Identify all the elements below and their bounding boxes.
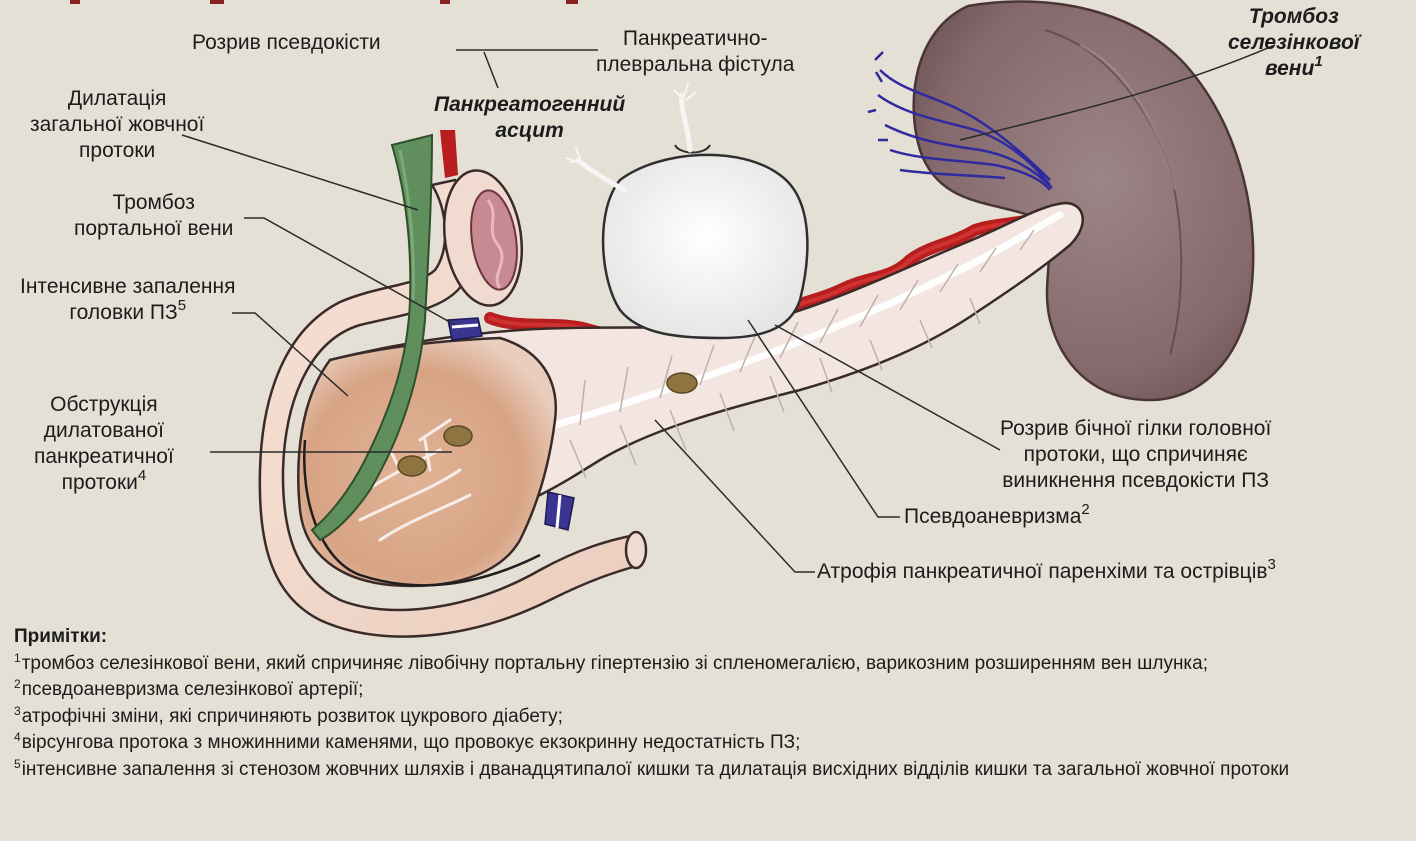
pseudocyst (603, 145, 807, 338)
note-item-5: 5інтенсивне запалення зі стенозом жовчни… (14, 757, 1404, 784)
label-pseudoaneurysm: Псевдоаневризма2 (904, 504, 1090, 530)
label-branch-rupture: Розрив бічної гілки головної протоки, що… (1000, 416, 1271, 494)
label-portal-vein-thrombosis: Тромбоз портальної вени (74, 190, 233, 242)
note-item-1: 1тромбоз селезінкової вени, який спричин… (14, 651, 1404, 678)
note-item-2: 2псевдоаневризма селезінкової артерії; (14, 677, 1404, 704)
spleen (914, 2, 1254, 400)
label-ascites: Панкреатогенний асцит (434, 92, 625, 144)
note-item-4: 4вірсунгова протока з множинними каменям… (14, 730, 1404, 757)
notes-title: Примітки: (14, 624, 1404, 651)
label-head-inflammation: Інтенсивне запалення головки ПЗ5 (20, 274, 235, 326)
note-item-3: 3атрофічні зміни, які спричиняють розвит… (14, 704, 1404, 731)
label-duct-obstruction: Обструкція дилатованої панкреатичної про… (34, 392, 174, 496)
notes-section: Примітки: 1тромбоз селезінкової вени, як… (14, 624, 1404, 783)
pancreas-head (298, 338, 555, 586)
label-bile-duct-dilatation: Дилатація загальної жовчної протоки (30, 86, 204, 164)
label-pseudocyst-rupture: Розрив псевдокісти (192, 30, 381, 56)
label-pleural-fistula: Панкреатично- плевральна фістула (596, 26, 794, 78)
label-atrophy: Атрофія панкреатичної паренхіми та острі… (817, 559, 1276, 585)
label-splenic-vein-thrombosis: Тромбоз селезінкової вени1 (1228, 4, 1360, 82)
